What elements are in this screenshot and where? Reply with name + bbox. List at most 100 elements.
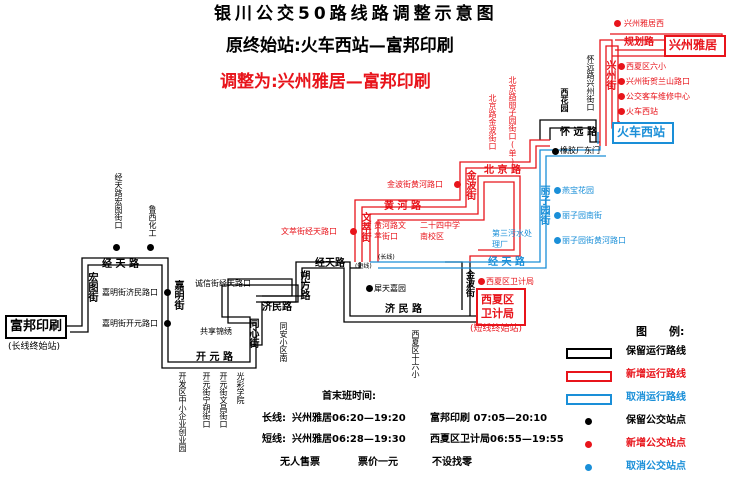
road-jin-bo-2: 金波街 <box>464 270 474 297</box>
terminal-fubang-label: 富邦印刷 <box>10 319 63 334</box>
terminal-xingzhou-box: 兴州雅居 <box>664 35 726 57</box>
legend-line-swatch <box>566 348 612 359</box>
stop-dot <box>366 285 373 292</box>
road-gui-hua: 规划路 <box>624 37 654 48</box>
road-ji-min-2: 济 民 路 <box>385 304 422 315</box>
cancelled-route-line <box>370 132 606 269</box>
stop-dot <box>164 289 171 296</box>
stop-dot <box>554 187 561 194</box>
stop-xingzhou-helanshan: 兴州街贺兰山路口 <box>626 77 690 86</box>
legend-label: 新增公交站点 <box>626 438 686 449</box>
stop-tongan: 同安小区南 <box>279 322 288 362</box>
stop-short-line-note: (短线) <box>355 263 372 270</box>
stop-24-school: 二十四中学南校区 <box>420 221 460 241</box>
legend-label: 取消公交站点 <box>626 461 686 472</box>
schedule-short-label: 短线: <box>262 434 286 445</box>
legend-label: 保留运行路线 <box>626 346 686 357</box>
stop-liziyuan-huanghe: 丽子园街黄河路口 <box>562 236 626 245</box>
schedule-heading: 首末班时间: <box>322 391 376 402</box>
new-route-line <box>354 33 723 262</box>
terminal-xixia-note: (短线终始站) <box>470 324 523 334</box>
stop-gongxiang: 共享锦绣 <box>200 327 232 336</box>
stop-dot <box>113 244 120 251</box>
stop-huanghe-wencui: 黄河路文萃街口 <box>374 221 406 241</box>
road-tong-xin: 同心街 <box>247 318 258 348</box>
stop-yanbao: 燕宝花园 <box>562 186 594 195</box>
legend-label: 取消运行路线 <box>626 392 686 403</box>
page-title: 银川公交50路线路调整示意图 <box>214 4 498 24</box>
legend-line-swatch <box>566 394 612 405</box>
stop-luxi-huagong: 鲁西化工 <box>148 205 157 237</box>
stop-dot <box>554 212 561 219</box>
stop-kaiyuan-wenchang: 开元街文昌街口 <box>219 372 228 428</box>
stop-wushui: 第三污水处理厂 <box>492 229 532 249</box>
stop-dot <box>618 78 625 85</box>
road-xing-zhou: 兴州街 <box>604 60 615 90</box>
schedule-short-b: 西夏区卫计局06:55—19:55 <box>430 434 564 445</box>
schedule-note-1: 无人售票 <box>280 457 320 468</box>
road-jing-tian: 经 天 路 <box>102 259 139 270</box>
legend-dot-swatch <box>585 418 592 425</box>
stop-xingzhou-xi: 兴州雅居西 <box>624 19 664 28</box>
terminal-xixia-label: 西夏区卫计局 <box>481 293 514 320</box>
road-kai-yuan: 开 元 路 <box>196 352 233 363</box>
stop-huaiyuan-xingzhou: 怀远路兴州街口 <box>586 55 595 111</box>
road-jing-tian-blue: 经 天 路 <box>488 257 525 268</box>
stop-dot <box>618 93 625 100</box>
road-li-zi-yuan: 丽子园街 <box>538 185 549 225</box>
stop-xixia-16: 西夏区十六小 <box>411 330 420 378</box>
adjusted-route-text: 调整为:兴州雅居—富邦印刷 <box>220 72 431 92</box>
road-hong-tu: 宏图街 <box>86 272 97 302</box>
stop-train-west: 火车西站 <box>626 107 658 116</box>
terminal-fubang-note: (长线终始站) <box>8 342 61 352</box>
legend-dot-swatch <box>585 464 592 471</box>
stop-bus-repair: 公交客车维修中心 <box>626 92 690 101</box>
stop-dot <box>614 20 621 27</box>
schedule-note-3: 不设找零 <box>432 457 472 468</box>
stop-dot <box>454 181 461 188</box>
terminal-xixia-box: 西夏区卫计局 <box>476 288 526 326</box>
stop-jinbo-huanghe: 金波街黄河路口 <box>387 180 443 189</box>
schedule-note-2: 票价一元 <box>358 457 398 468</box>
stop-dot <box>147 244 154 251</box>
terminal-train-west-label: 火车西站 <box>617 125 666 139</box>
road-bei-jing: 北 京 路 <box>484 165 521 176</box>
legend-line-swatch <box>566 371 612 382</box>
stop-long-line-note: (长线) <box>378 254 395 261</box>
stop-xixia-weiji: 西夏区卫计局 <box>486 277 534 286</box>
stop-guangcai: 光彩学院 <box>236 372 245 404</box>
road-jia-ming: 嘉明街 <box>172 280 183 310</box>
legend-title: 图 例: <box>636 325 685 338</box>
road-jin-bo: 金波街 <box>464 170 475 200</box>
terminal-xingzhou-label: 兴州雅居 <box>669 38 718 52</box>
stop-dot <box>350 228 357 235</box>
schedule-short-a: 兴州雅居06:28—19:30 <box>292 434 406 445</box>
road-wen-cui: 文萃街 <box>359 212 370 242</box>
stop-kaiyuan-ningshuo: 开元街宁朔街口 <box>202 372 211 428</box>
stop-beijing-liziyuan: 北京路丽子园街口(单) <box>508 76 517 166</box>
road-huai-yuan: 怀 远 路 <box>560 127 597 138</box>
stop-chengxin: 诚信街经天路口 <box>195 279 251 288</box>
stop-dot <box>554 237 561 244</box>
schedule-long-b: 富邦印刷 07:05—20:10 <box>430 413 548 424</box>
stop-wencui-jingtian: 文萃街经天路口 <box>281 227 337 236</box>
stop-jiaming-kaiyuan: 嘉明街开元路口 <box>102 319 158 328</box>
terminal-train-west-box: 火车西站 <box>612 122 674 144</box>
stop-kaifaqu: 开发区中小企业创业园 <box>178 372 187 452</box>
stop-liziyuan-nan: 丽子园南街 <box>562 211 602 220</box>
road-jing-tian-2: 经天路 <box>315 258 345 269</box>
road-xi-hua-yuan: 西花园 <box>560 88 569 112</box>
stop-jiaming-jimin: 嘉明街济民路口 <box>102 288 158 297</box>
stop-dot <box>478 278 485 285</box>
schedule-long-a: 兴州雅居06:20—19:20 <box>292 413 406 424</box>
legend-label: 新增运行路线 <box>626 369 686 380</box>
road-shuo-fang: 朔方路 <box>298 270 309 300</box>
stop-dot <box>164 320 171 327</box>
stop-dot <box>552 148 559 155</box>
stop-xitian: 犀天嘉园 <box>374 284 406 293</box>
original-route-text: 原终始站:火车西站—富邦印刷 <box>226 36 454 56</box>
legend-dot-swatch <box>585 441 592 448</box>
schedule-long-label: 长线: <box>262 413 286 424</box>
terminal-fubang-box: 富邦印刷 <box>5 315 67 339</box>
legend-label: 保留公交站点 <box>626 415 686 426</box>
